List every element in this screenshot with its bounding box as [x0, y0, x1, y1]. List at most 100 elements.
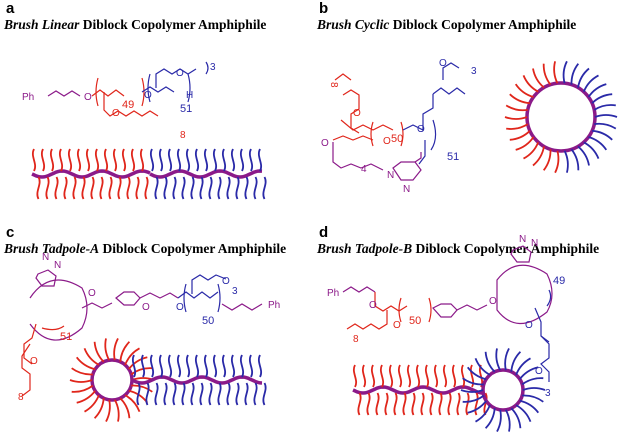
brush-bristle: [591, 93, 613, 104]
brush-bristle: [577, 145, 590, 166]
brush-bristle: [495, 348, 501, 371]
backbone-chain: [352, 385, 484, 395]
nitrogen-label: N: [519, 234, 526, 245]
brush-bristle: [203, 354, 209, 378]
brush-bristle: [244, 382, 249, 406]
brush-bristle: [379, 364, 385, 388]
brush-bristle: [103, 148, 109, 172]
brush-bristle: [588, 136, 608, 151]
brush-cartoon: [69, 337, 267, 423]
brush-bristle: [570, 148, 580, 171]
brush-bristle: [72, 176, 77, 200]
brush-bristle: [505, 104, 528, 112]
nitrogen-label: N: [403, 184, 410, 195]
brush-bristle: [181, 382, 186, 406]
brush-bristle: [221, 148, 227, 172]
brush-bristle: [230, 148, 236, 172]
brush-bristle: [424, 364, 430, 388]
brush-bristle: [176, 354, 182, 378]
brush-bristle: [594, 114, 618, 118]
brush-bristle: [262, 176, 267, 200]
brush-bristle: [149, 148, 155, 172]
side-chain-repeat: 8: [180, 130, 186, 141]
cyclic-backbone: [525, 81, 597, 153]
backbone-chain: [131, 375, 263, 385]
brush-bristle: [212, 148, 218, 172]
brush-bristle: [154, 382, 159, 406]
brush-bristle: [587, 83, 607, 98]
brush-bristle: [185, 148, 191, 172]
red-block-repeat: 51: [60, 331, 72, 343]
peg-repeat: 3: [232, 286, 238, 297]
brush-bristle: [460, 364, 466, 388]
brush-bristle: [484, 351, 496, 373]
phenyl-label: Ph: [327, 288, 339, 299]
brush-bristle: [114, 399, 120, 422]
brush-bristle: [135, 176, 140, 200]
blue-block-repeat: 50: [202, 315, 214, 327]
brush-bristle: [212, 354, 218, 378]
oxygen-label: O: [112, 108, 120, 119]
brush-bristle: [467, 400, 487, 414]
brush-bristle: [510, 351, 522, 372]
brush-bristle: [185, 354, 191, 378]
panel-title: Brush Tadpole-B Diblock Copolymer Amphip…: [317, 241, 600, 256]
brush-bristle: [509, 130, 531, 141]
brush-bristle: [167, 354, 173, 378]
brush-bristle: [124, 394, 141, 413]
brush-bristle: [248, 354, 254, 378]
brush-bristle: [592, 129, 613, 141]
brush-bristle: [570, 63, 580, 85]
brush-bristle: [190, 382, 195, 406]
brush-bristle: [515, 404, 532, 423]
nitrogen-label: N: [54, 260, 61, 271]
brush-bristle: [76, 148, 82, 172]
brush-bristle: [397, 364, 403, 388]
brush-bristle: [506, 123, 529, 130]
brush-bristle: [113, 337, 119, 361]
brush-bristle: [577, 67, 590, 88]
brush-bristle: [181, 176, 186, 200]
brush-bristle: [375, 392, 380, 416]
brush-bristle: [176, 148, 182, 172]
brush-bristle: [484, 408, 496, 429]
brush-bristle: [126, 176, 131, 200]
brush-bristle: [239, 148, 245, 172]
brush-bristle: [71, 384, 94, 393]
brush-bristle: [104, 338, 110, 361]
brush-bristle: [352, 364, 358, 388]
oxygen-label: O: [176, 68, 184, 79]
oxygen-label: O: [144, 90, 152, 101]
brush-bristle: [442, 364, 448, 388]
brush-bristle: [194, 148, 200, 172]
brush-bristle: [203, 148, 209, 172]
structure-diagram: Ph O O 49 8 O H 51 O 3: [22, 61, 267, 200]
brush-bristle: [199, 176, 204, 200]
brush-bristle: [522, 394, 544, 403]
brush-bristle: [194, 354, 200, 378]
side-chain-repeat: 8: [18, 392, 24, 403]
cyclic-backbone: [90, 358, 134, 402]
brush-bristle: [553, 61, 559, 84]
peg-repeat: 3: [471, 66, 477, 77]
brush-bristle: [226, 382, 231, 406]
brush-bristle: [465, 392, 470, 416]
brush-bristle: [460, 389, 484, 393]
brush-bristle: [583, 141, 600, 159]
brush-bristle: [145, 382, 150, 406]
brush-bristle: [447, 392, 452, 416]
brush-bristle: [522, 75, 539, 93]
peg-repeat: 3: [210, 62, 216, 73]
brush-bristle: [54, 176, 59, 200]
brush-bristle: [217, 176, 222, 200]
brush-bristle: [420, 392, 425, 416]
brush-bristle: [117, 176, 122, 200]
brush-bristle: [366, 392, 371, 416]
panel-brush-tadpole-a: c Brush Tadpole-A Diblock Copolymer Amph…: [0, 224, 313, 447]
brush-bristle: [466, 366, 487, 381]
panel-title: Brush Tadpole-A Diblock Copolymer Amphip…: [4, 241, 287, 256]
brush-bristle: [94, 148, 100, 172]
brush-bristle: [63, 176, 68, 200]
brush-bristle: [469, 364, 475, 388]
blue-block-repeat: 51: [447, 151, 459, 163]
